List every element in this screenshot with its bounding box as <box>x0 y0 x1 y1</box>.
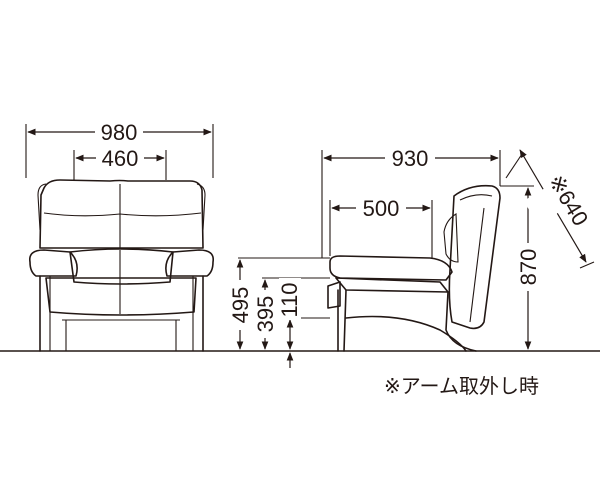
arm-removed-note: ※アーム取外し時 <box>384 374 539 398</box>
dim-460-label: 460 <box>102 146 139 171</box>
side-view-chair <box>327 184 501 352</box>
front-view-chair <box>28 179 215 352</box>
dim-870-label: 870 <box>516 249 541 286</box>
dim-930-label: 930 <box>392 146 429 171</box>
dim-110-label: 110 <box>277 282 302 317</box>
dim-395-label: 395 <box>253 296 278 333</box>
dim-980-label: 980 <box>101 120 138 145</box>
dim-500-label: 500 <box>363 196 400 221</box>
dim-495-label: 495 <box>228 287 253 324</box>
